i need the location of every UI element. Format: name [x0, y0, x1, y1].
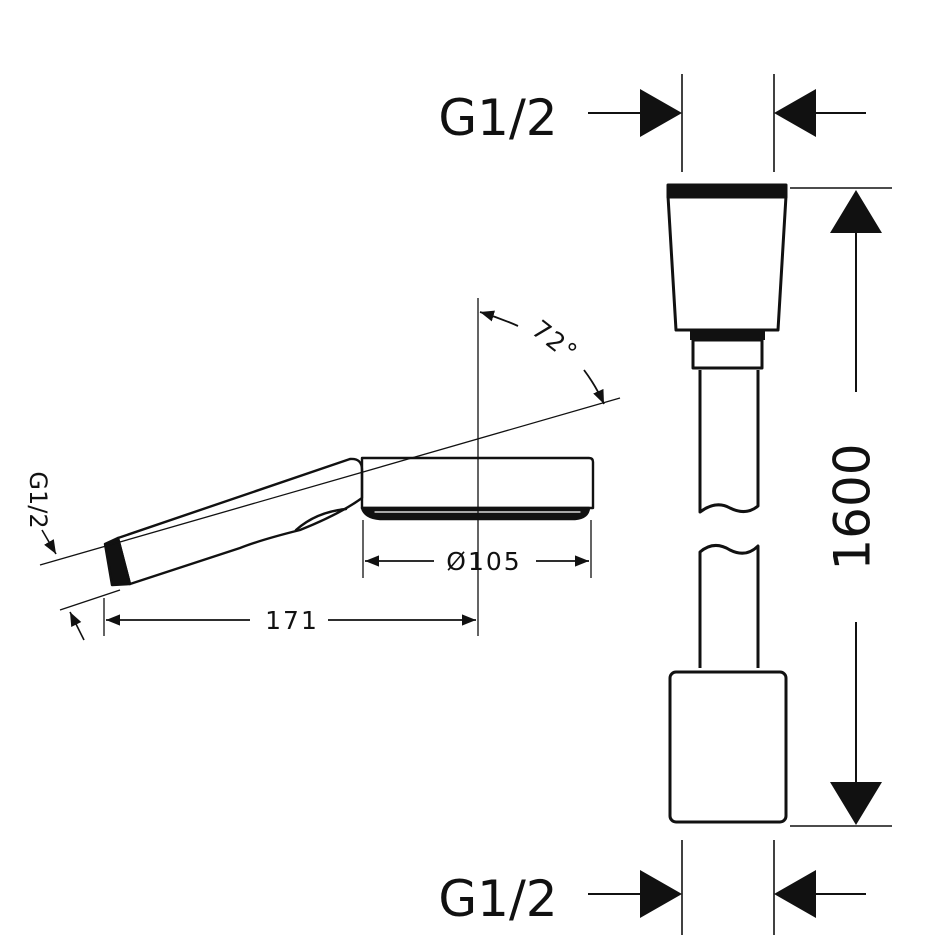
diameter-label: Ø105 — [446, 547, 521, 576]
dimension-hose-thread-top: G1/2 — [438, 74, 866, 172]
hose-top-nut — [666, 194, 788, 332]
hose-length-label: 1600 — [824, 443, 882, 570]
dimension-handshower-length: 171 — [106, 606, 476, 635]
hose-thread-bottom-label: G1/2 — [438, 870, 557, 928]
hose — [666, 183, 788, 824]
dimension-hose-thread-bottom: G1/2 — [438, 840, 866, 935]
dimension-diameter: Ø105 — [365, 547, 589, 576]
shower-thread-end — [103, 536, 132, 587]
dimension-angle: 72° — [479, 310, 605, 405]
handshower-length-label: 171 — [265, 606, 319, 635]
hose-bottom-nut — [668, 670, 788, 824]
construction-lines — [39, 298, 621, 636]
handshower-thread-label: G1/2 — [24, 471, 52, 528]
dimension-handshower-thread: G1/2 — [24, 471, 85, 641]
hand-shower — [103, 456, 595, 587]
dimension-hose-length: 1600 — [790, 187, 892, 827]
hose-top-neck — [691, 338, 764, 370]
angle-label: 72° — [526, 314, 584, 368]
hose-upper-section — [698, 370, 760, 514]
shower-handle — [116, 457, 364, 586]
shower-spray-face — [360, 506, 591, 521]
shower-head — [360, 456, 595, 510]
hose-lower-section — [698, 544, 760, 668]
hose-thread-top-label: G1/2 — [438, 89, 557, 147]
